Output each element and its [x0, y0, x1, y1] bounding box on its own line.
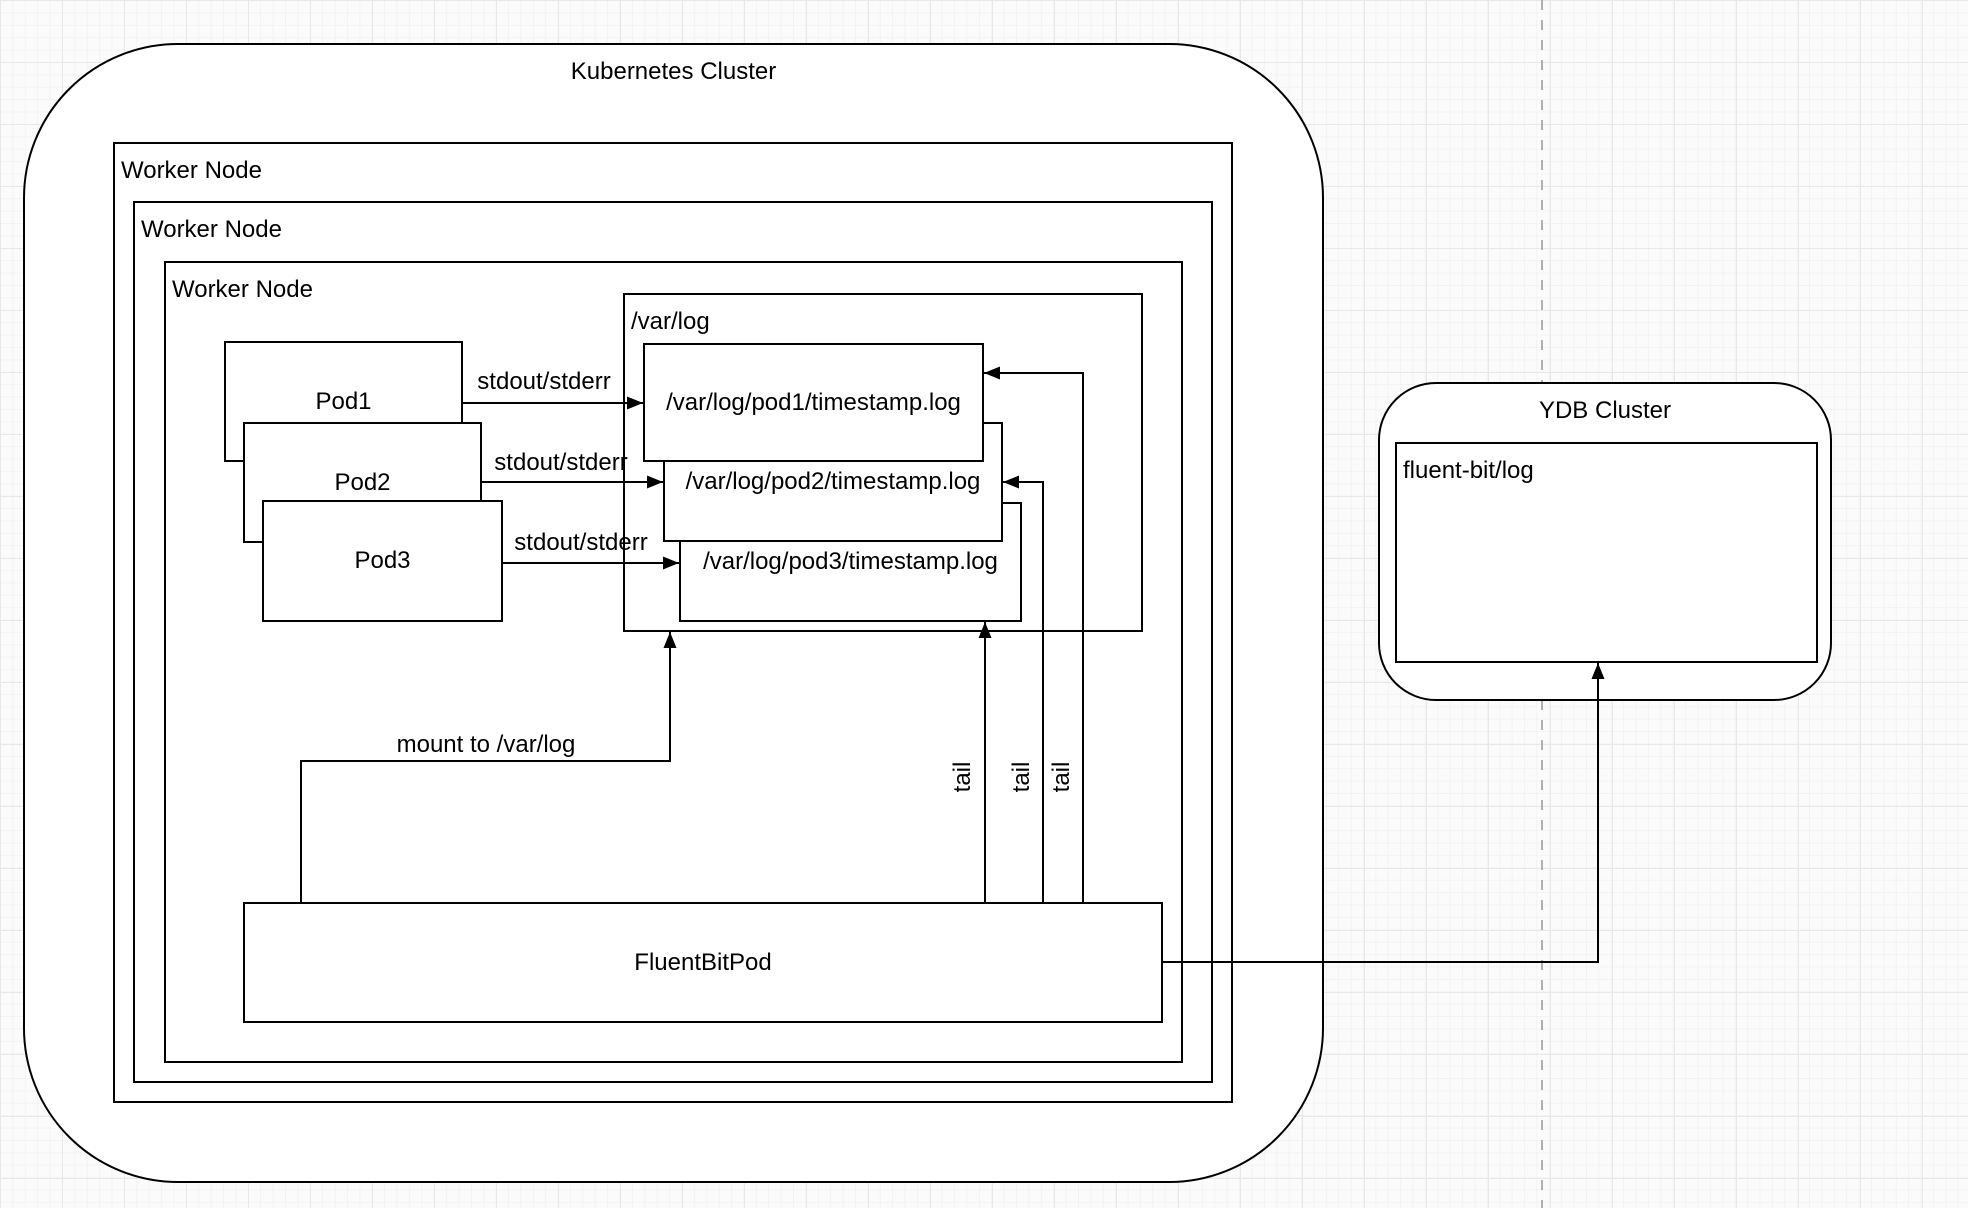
- ydb-cluster-label: YDB Cluster: [1538, 397, 1672, 424]
- pod1-logfile-node[interactable]: /var/log/pod1/timestamp.log: [643, 343, 984, 462]
- edge-label-mount: mount to /var/log: [396, 731, 576, 758]
- pod1-logfile-label: /var/log/pod1/timestamp.log: [666, 388, 961, 416]
- edge-label-tail3: tail: [1048, 761, 1075, 793]
- edge-label-stdout3: stdout/stderr: [514, 529, 648, 556]
- fluentbitpod-label: FluentBitPod: [634, 948, 772, 976]
- pod3-node[interactable]: Pod3: [262, 500, 503, 622]
- edge-tail-pod1log[interactable]: [984, 366, 1084, 902]
- worker-node-inner-label: Worker Node: [172, 276, 313, 303]
- pod3-logfile-label: /var/log/pod3/timestamp.log: [703, 548, 998, 575]
- varlog-label: /var/log: [631, 308, 710, 335]
- pod1-label: Pod1: [315, 387, 372, 415]
- kubernetes-cluster-label: Kubernetes Cluster: [570, 58, 777, 85]
- edge-fluentbit-to-ydb[interactable]: [1163, 663, 1605, 963]
- edge-label-stdout1: stdout/stderr: [477, 368, 611, 395]
- fluentbit-log-container[interactable]: fluent-bit/log: [1395, 442, 1818, 663]
- pod2-label: Pod2: [334, 468, 391, 496]
- edge-label-tail1: tail: [949, 761, 976, 793]
- edge-mount-varlog[interactable]: [300, 632, 677, 902]
- pod3-label: Pod3: [354, 547, 411, 574]
- pod2-logfile-label: /var/log/pod2/timestamp.log: [685, 468, 981, 495]
- edge-label-stdout2: stdout/stderr: [494, 449, 628, 476]
- fluentbitpod-node[interactable]: FluentBitPod: [243, 902, 1163, 1023]
- worker-node-outer-label: Worker Node: [121, 157, 262, 184]
- edge-tail-pod2log[interactable]: [1003, 475, 1044, 902]
- fluentbit-log-label: fluent-bit/log: [1403, 457, 1534, 484]
- worker-node-middle-label: Worker Node: [141, 216, 282, 243]
- edge-label-tail2: tail: [1008, 761, 1035, 793]
